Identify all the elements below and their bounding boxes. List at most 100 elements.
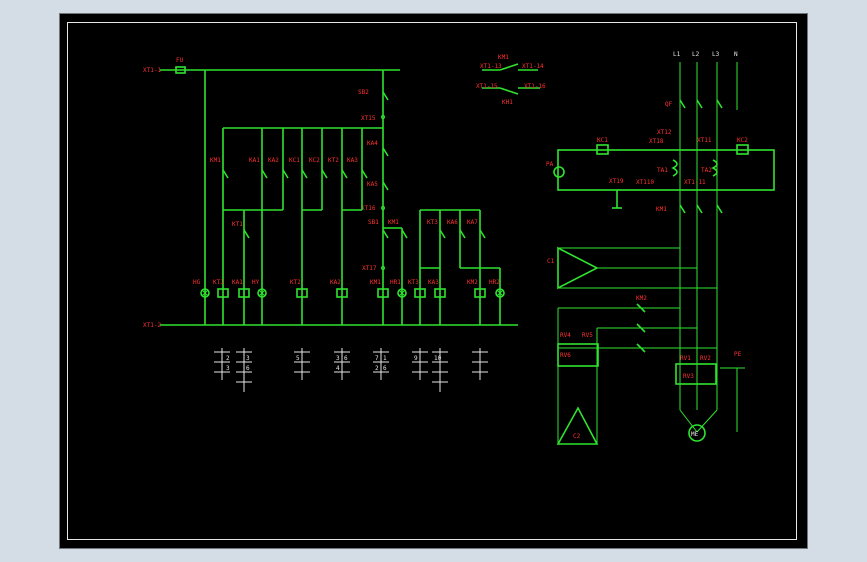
label-c2: C2 [573,433,581,440]
label-ka5: KA5 [367,181,378,188]
label-xt111: XT1-11 [684,179,706,186]
label-rv2: RV2 [700,355,711,362]
label-ka2-coil: KA2 [330,279,341,286]
ka5-contact [382,181,389,191]
label-kc1-contact: KC1 [289,157,300,164]
sb2-switch [382,91,389,101]
label-hr1: HR1 [390,279,401,286]
label-ka3-coil: KA3 [428,279,439,286]
label-kc1-main: KC1 [597,137,608,144]
ka4-contact [382,147,389,157]
lamp-hy [257,288,267,298]
label-km1-main: KM1 [656,206,667,213]
label-sb2: SB2 [358,89,369,96]
legend-xt15: XT1-15 [476,83,498,90]
label-xt110: XT110 [636,179,654,186]
label-kt2-contact: KT2 [328,157,339,164]
coil-kt2 [296,288,308,298]
terminal-xt15 [381,115,385,119]
label-km2-coil: KM2 [467,279,478,286]
ka6-contact [439,229,446,239]
current-transformer-loop [557,149,775,191]
kc2-contact [321,169,328,179]
label-fu: FU [176,57,184,64]
label-xt12: XT12 [657,129,672,136]
label-rv6: RV6 [560,352,571,359]
lamp-hg [200,288,210,298]
label-kc2-main: KC2 [737,137,748,144]
label-km1b: KM1 [388,219,399,226]
ka2-contact [282,169,289,179]
label-hg: HG [193,279,201,286]
ref-cell: 6 [383,365,387,372]
coil-km2 [474,288,486,298]
label-kt3-coil: KT3 [408,279,419,286]
sb1-contact [382,229,389,239]
label-ta2: TA2 [701,167,712,174]
ammeter-pa [553,166,565,178]
km1-main-contact-1 [679,204,686,214]
label-n: N [734,51,738,58]
ref-cell: 6 [344,355,348,362]
ref-cell: 1 [383,355,387,362]
label-kt2-coil: KT2 [290,279,301,286]
label-hr2: HR2 [489,279,500,286]
label-ka1-contact: KA1 [249,157,260,164]
label-rv3: RV3 [683,373,694,380]
coil-kt1 [217,288,229,298]
legend-xt14: XT1-14 [522,63,544,70]
km2-contact-2 [636,323,646,333]
km1-interlock-symbol [482,63,540,95]
drawing-border [67,22,797,540]
label-sb1: SB1 [368,219,379,226]
label-xt1-1: XT1-1 [143,67,161,74]
ref-cell: 10 [434,355,442,362]
km2-contact-1 [636,303,646,313]
ka3-contact [361,169,368,179]
coil-kc2-main [736,144,749,155]
coil-km1 [377,288,389,298]
motor-lead-3 [696,409,718,433]
kt1-contact [243,229,250,239]
varistor-bank-rv1-3 [675,363,717,385]
coil-ka2 [336,288,348,298]
contact-reference-tables [214,348,488,392]
label-km1-coil: KM1 [370,279,381,286]
qf-pole-3 [716,99,723,109]
ref-cell: 2 [226,355,230,362]
label-xt16: XT16 [361,205,376,212]
ref-cell: 4 [336,365,340,372]
label-pa: PA [546,161,554,168]
coil-kt3 [414,288,426,298]
label-ta1: TA1 [657,167,668,174]
lamp-hr2 [495,288,505,298]
qf-pole-2 [696,99,703,109]
capacitor-bank-c2 [556,406,599,445]
label-xt17: XT17 [362,265,377,272]
current-transformer-ta2 [711,159,718,177]
label-l1: L1 [673,51,681,58]
kt3-contact [479,229,486,239]
coil-ka3 [434,288,446,298]
km1-main-contact-2 [696,204,703,214]
label-rv4: RV4 [560,332,571,339]
ref-cell: 7 [375,355,379,362]
label-km2-main: KM2 [636,295,647,302]
label-ka3-contact: KA3 [347,157,358,164]
ref-cell: 2 [375,365,379,372]
fuse-fu [175,66,186,74]
label-motor: ME [691,431,699,438]
terminal-xt17 [381,266,385,270]
km2-contact-3 [636,343,646,353]
label-l3: L3 [712,51,720,58]
label-pe: PE [734,351,742,358]
label-rv1: RV1 [680,355,691,362]
label-kt1-contact: KT1 [232,221,243,228]
coil-kc1-main [596,144,609,155]
label-xt15: XT15 [361,115,376,122]
terminal-xt16 [381,206,385,210]
km1b-contact [401,229,408,239]
label-ka6: KA6 [447,219,458,226]
label-xt1-2: XT1-2 [143,322,161,329]
label-kt3: KT3 [427,219,438,226]
